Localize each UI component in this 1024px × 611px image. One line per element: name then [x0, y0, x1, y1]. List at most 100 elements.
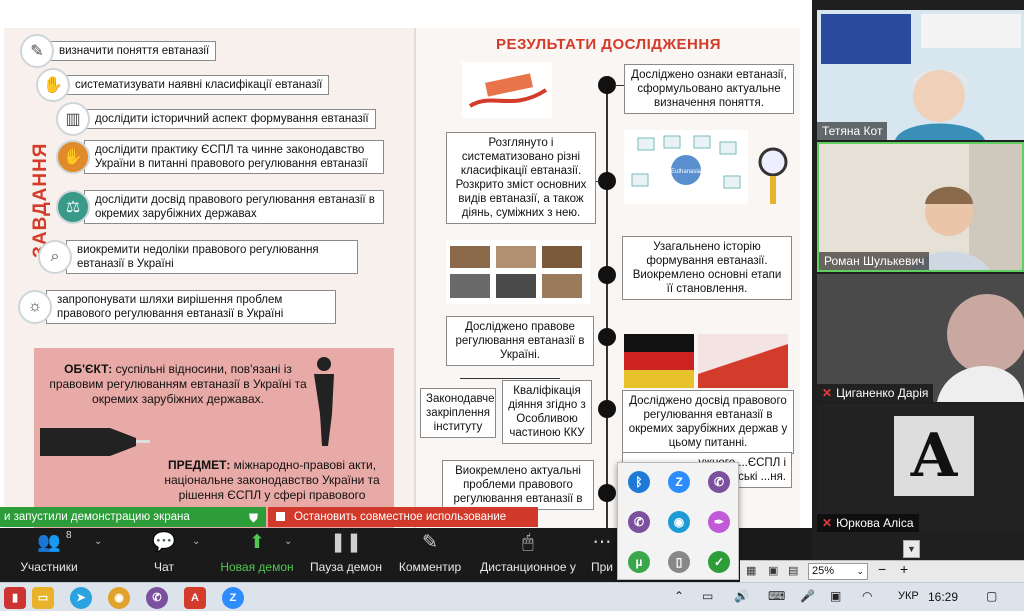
mouse-icon: 🖱	[522, 532, 534, 553]
scroll-down-button[interactable]: ▼	[903, 540, 920, 558]
chevron-up-icon[interactable]: ⌃	[674, 589, 685, 603]
task-item: ✋ дослідити практику ЄСПЛ та чинне закон…	[56, 140, 384, 174]
clock[interactable]: 16:29	[928, 590, 959, 604]
results-title: РЕЗУЛЬТАТИ ДОСЛІДЖЕННЯ	[496, 36, 721, 53]
column-icon: ▥	[56, 102, 90, 136]
zoom-app-icon[interactable]: Z	[668, 471, 690, 493]
syringe-picture	[462, 62, 552, 118]
notifications-icon[interactable]: ▢	[986, 589, 998, 603]
result-box: Досліджено ознаки евтаназії, сформульова…	[624, 64, 794, 114]
zoom-app-icon[interactable]: Z	[222, 587, 244, 609]
tasks-panel: ЗАВДАННЯ ✎ визначити поняття евтаназії ✋…	[14, 28, 404, 552]
participants-button[interactable]: 👥 8 Участники	[14, 530, 84, 580]
fit-icon[interactable]: ▦	[746, 565, 757, 577]
share-menu-caret[interactable]: ⌄	[282, 532, 296, 580]
connector	[614, 85, 624, 86]
hand-icon: ✋	[56, 140, 90, 174]
chat-icon: 💬	[152, 532, 176, 553]
chat-button[interactable]: 💬 Чат	[144, 532, 184, 580]
security-icon[interactable]: ✓	[708, 551, 730, 573]
viber-icon[interactable]: ✆	[628, 511, 650, 533]
annotate-button[interactable]: ✎ Комментир	[394, 532, 466, 580]
battery-icon[interactable]: ▭	[702, 589, 714, 603]
pause-share-button[interactable]: ❚❚ Пауза демон	[306, 532, 386, 580]
chevron-down-icon: ⌄	[284, 536, 293, 547]
sub-result-box: Законодавче закріплення інституту	[420, 388, 496, 438]
pen-icon[interactable]: ✒	[708, 511, 730, 533]
pdf-app-icon[interactable]: A	[184, 587, 206, 609]
classification-diagram: Euthanasia	[624, 130, 748, 204]
zoom-in-button[interactable]: +	[900, 561, 909, 577]
pinned-app-icon[interactable]: ▮	[4, 587, 26, 609]
participant-tile[interactable]: Роман Шулькевич	[817, 142, 1024, 272]
people-icon: 👥	[37, 532, 61, 553]
chevron-down-icon: ⌄	[856, 566, 864, 576]
chevron-down-icon: ⌄	[94, 536, 103, 547]
usb-icon[interactable]: ▯	[668, 551, 690, 573]
result-box: Виокремлено актуальні проблеми правового…	[442, 460, 594, 510]
timeline-dot	[598, 76, 616, 94]
stop-share-button[interactable]: Остановить совместное использование	[268, 507, 538, 527]
keyboard-icon[interactable]: ⌨	[768, 589, 786, 603]
network-app-icon[interactable]: ◉	[668, 511, 690, 533]
viber-icon[interactable]: ✆	[146, 587, 168, 609]
shield-icon: ⛊	[248, 511, 258, 525]
fullscreen-icon[interactable]: ▣	[768, 565, 779, 577]
participant-video	[817, 274, 1024, 402]
chrome-icon[interactable]: ◉	[108, 587, 130, 609]
timeline-dot	[598, 266, 616, 284]
task-text: визначити поняття евтаназії	[48, 41, 217, 61]
countries-picture	[624, 334, 788, 388]
telegram-icon[interactable]: ➤	[70, 587, 92, 609]
participant-video	[817, 10, 1024, 140]
camera-icon[interactable]: ▣	[830, 589, 842, 603]
wifi-icon[interactable]: ◠	[862, 589, 873, 603]
mic-off-icon: ✕	[822, 516, 833, 530]
timeline-dot	[598, 400, 616, 418]
task-text: систематизувати наявні класифікації евта…	[64, 75, 330, 95]
diagram-center-label: Euthanasia	[671, 169, 702, 175]
timeline-dot	[598, 172, 616, 190]
lightbulb-icon: ☼	[18, 290, 52, 324]
original-size-icon[interactable]: ▤	[788, 565, 799, 577]
chevron-down-icon: ⌄	[192, 536, 201, 547]
participant-tile[interactable]: A ✕Юркова Аліса	[817, 404, 1024, 532]
chat-menu-caret[interactable]: ⌄	[186, 532, 206, 580]
mic-off-icon: ✕	[822, 386, 833, 400]
microphone-icon[interactable]: 🎤	[800, 589, 815, 603]
bluetooth-icon[interactable]: ᛒ	[628, 471, 650, 493]
avatar: A	[894, 416, 974, 496]
task-item: ▥ дослідити історичний аспект формування…	[56, 102, 376, 136]
task-item: ⚖ дослідити досвід правового регулювання…	[56, 190, 384, 224]
syringe-icon: ✎	[20, 34, 54, 68]
hands-icon: ✋	[36, 68, 70, 102]
remote-control-button[interactable]: 🖱 Дистанционное у	[476, 532, 580, 580]
branch-line	[460, 378, 560, 379]
zoom-out-button[interactable]: −	[878, 561, 887, 577]
participant-name: ✕Циганенко Дарія	[817, 384, 934, 402]
file-explorer-icon[interactable]: ▭	[32, 587, 54, 609]
history-collage	[446, 240, 590, 304]
participant-video	[819, 144, 1022, 270]
tray-overflow-popup: ᛒ Z ✆ ✆ ◉ ✒ µ ▯ ✓	[617, 462, 739, 580]
viber-icon[interactable]: ✆	[708, 471, 730, 493]
new-share-button[interactable]: ⬆ Новая демон	[216, 532, 298, 580]
participants-menu-caret[interactable]: ⌄	[86, 532, 106, 580]
participant-tile[interactable]: Тетяна Кот	[817, 10, 1024, 140]
volume-icon[interactable]: 🔊	[734, 589, 749, 603]
share-screen-icon: ⬆	[249, 532, 265, 553]
zoom-level-select[interactable]: 25%⌄	[808, 563, 868, 580]
torrent-icon[interactable]: µ	[628, 551, 650, 573]
language-indicator[interactable]: УКР	[898, 590, 919, 602]
sub-result-box: Кваліфікація діяння згідно з Особливою ч…	[502, 380, 592, 444]
share-status-banner: и запустили демонстрацию экрана ⛊	[0, 507, 266, 527]
task-item: ✋ систематизувати наявні класифікації ев…	[36, 68, 330, 102]
more-button[interactable]: ⋯ При	[588, 532, 616, 580]
timeline-line	[606, 78, 608, 548]
participant-tile[interactable]: ✕Циганенко Дарія	[817, 274, 1024, 402]
magnifier-icon: ⌕	[38, 240, 72, 274]
stop-icon	[276, 512, 285, 521]
task-item: ✎ визначити поняття евтаназії	[20, 34, 217, 68]
participant-name: Тетяна Кот	[817, 122, 888, 140]
result-box: Узагальнено історію формування евтаназії…	[622, 236, 792, 300]
